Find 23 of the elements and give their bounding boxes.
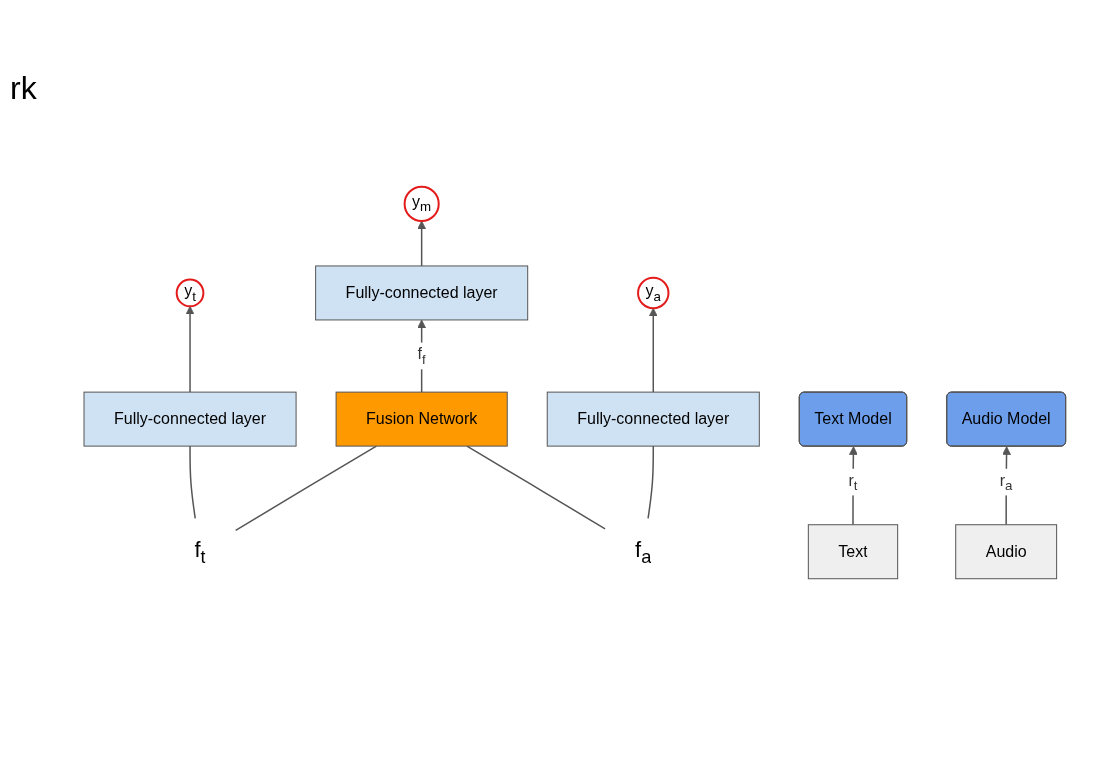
- connector: [647, 445, 655, 520]
- connector: [235, 445, 378, 532]
- connector: [189, 445, 197, 520]
- node-box: Text: [808, 524, 899, 580]
- arrow: [417, 220, 427, 267]
- node-text: f$_{a}$: [635, 537, 652, 567]
- title: rk: [10, 70, 37, 107]
- node-circle: y$_{m}$: [403, 185, 440, 222]
- node-box: Fully-connected layer: [315, 265, 529, 321]
- node-box: Fully-connected layer: [546, 391, 760, 447]
- arrow: [649, 307, 658, 393]
- arrow: [185, 305, 195, 393]
- edge-label: r$_{t}$: [848, 471, 858, 493]
- node-box: Fully-connected layer: [83, 391, 297, 447]
- edge-label: f$_{f}$: [417, 345, 426, 367]
- node-circle: y$_{t}$: [175, 278, 205, 308]
- node-text: f$_{t}$: [194, 537, 206, 567]
- node-box: Fusion Network: [335, 391, 508, 447]
- arrow: [417, 319, 427, 393]
- node-box: Audio: [955, 524, 1058, 580]
- node-circle: y$_{a}$: [637, 276, 670, 310]
- edge-label: r$_{a}$: [999, 471, 1013, 493]
- connector: [466, 445, 607, 530]
